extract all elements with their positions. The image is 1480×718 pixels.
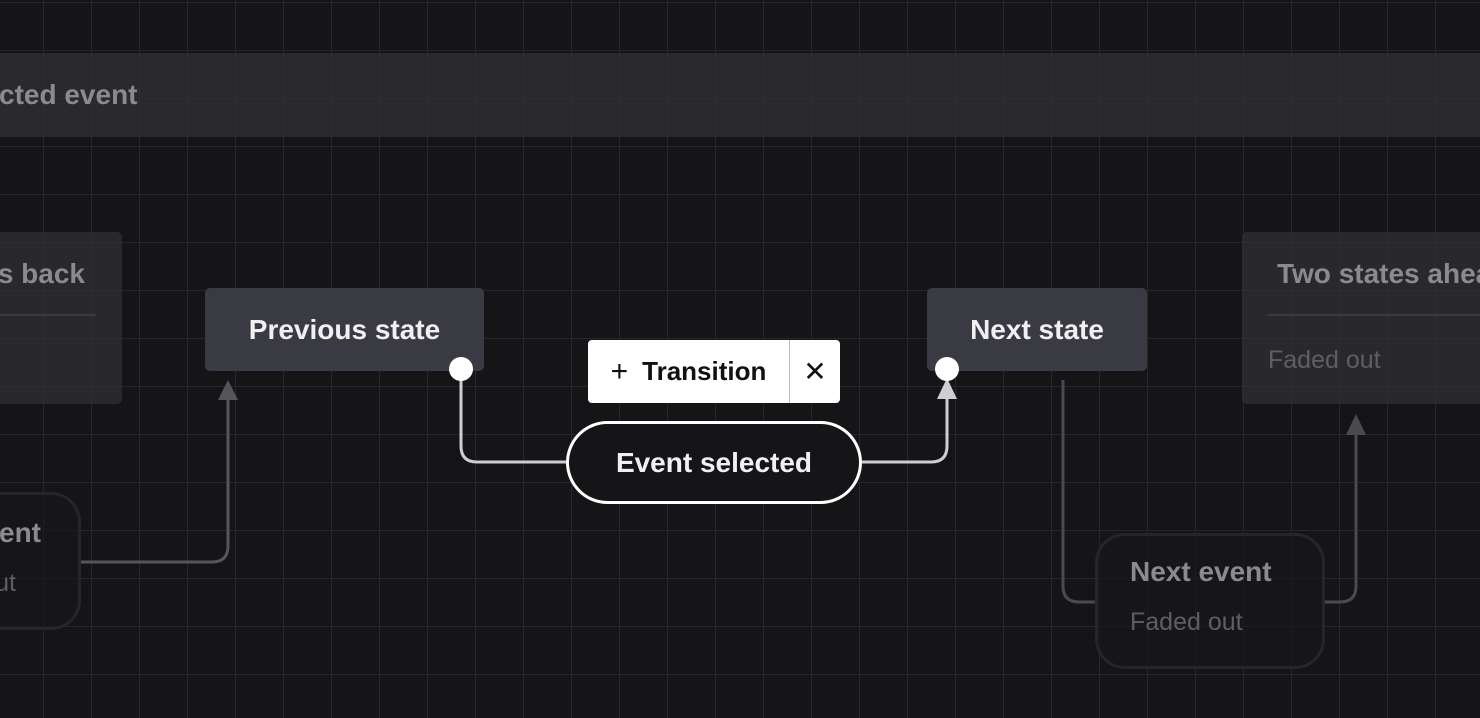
faded-edge-event-to-ahead [1324,432,1358,604]
banner-label: cted event [0,79,138,110]
event-title: Next event [1130,556,1272,587]
arrowhead-icon [218,380,238,400]
state-title: Two states ahead [1277,258,1480,289]
faded-edge-next-to-event [1061,380,1096,604]
transition-toolbar: + Transition ✕ [588,340,840,403]
state-title: s back [0,258,85,289]
event-title: Event selected [615,446,813,478]
event-subtitle: Faded out [1130,608,1243,636]
event-subtitle: ut [0,569,16,597]
arrowhead-icon [1346,414,1366,435]
next-state-node[interactable]: Next state [927,288,1147,371]
faded-state-two-ahead[interactable]: Two states ahead Faded out [1242,232,1480,404]
toolbar-divider [789,340,790,403]
add-transition-button[interactable]: + Transition [588,340,789,403]
divider [0,314,96,316]
faded-event-next[interactable]: Next event Faded out [1095,533,1325,669]
selected-event-node[interactable]: Event selected [566,421,862,504]
close-toolbar-button[interactable]: ✕ [790,355,840,388]
edge-previous-to-event [459,372,567,464]
faded-edge-left [80,398,230,564]
edge-event-to-next [861,396,949,464]
arrowhead-icon [937,378,957,399]
previous-state-node[interactable]: Previous state [205,288,484,371]
close-icon: ✕ [803,356,827,387]
add-transition-label: Transition [642,356,767,386]
state-title: Previous state [248,313,441,345]
selected-event-banner: cted event [0,53,1480,137]
faded-state-two-back[interactable]: s back [0,232,122,404]
divider [1268,314,1480,316]
plus-icon: + [610,354,629,388]
state-subtitle: Faded out [1268,346,1381,374]
faded-event-previous[interactable]: ent ut [0,492,81,630]
state-title: Next state [970,313,1104,345]
event-title: ent [0,517,41,548]
